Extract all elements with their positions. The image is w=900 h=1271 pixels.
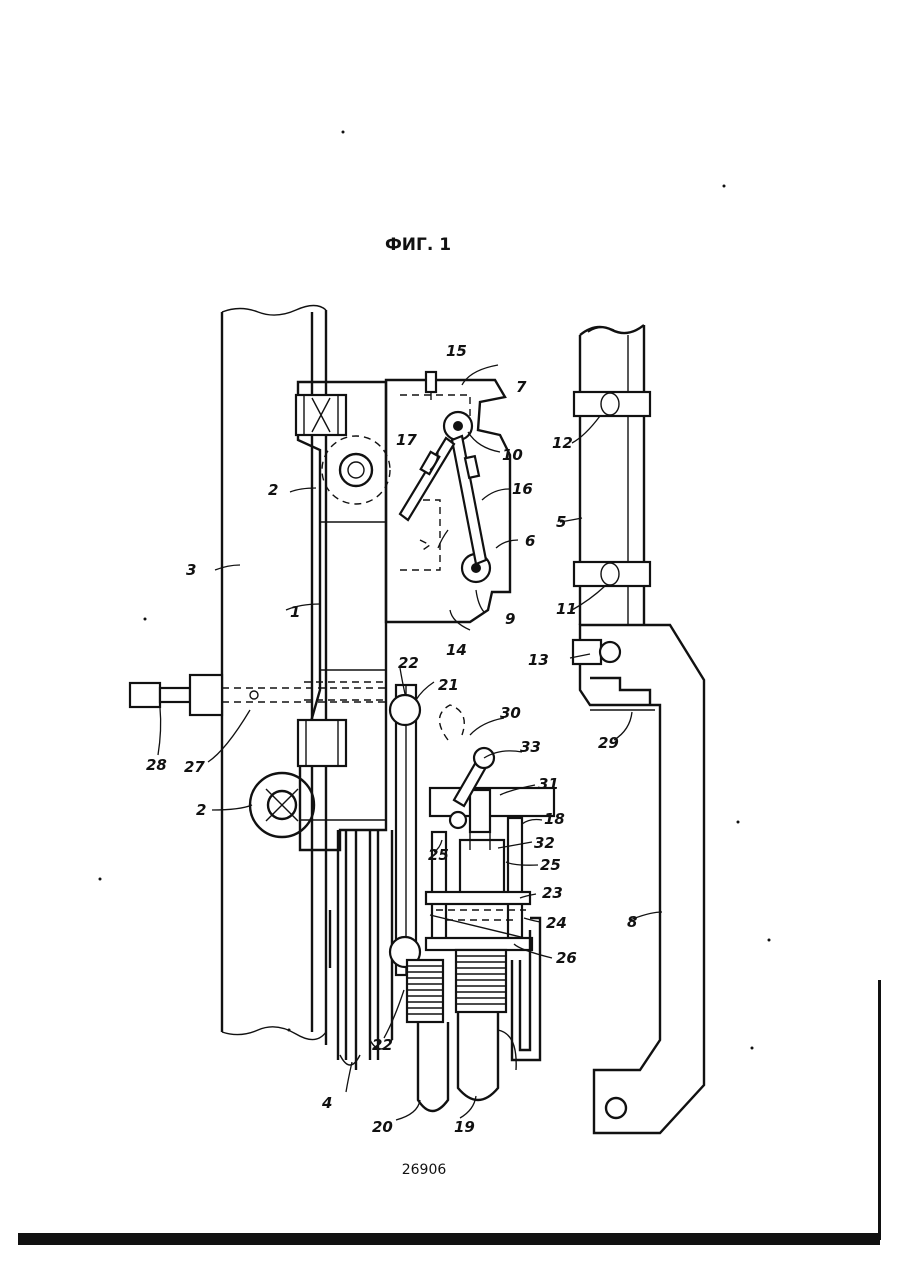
label-13: 13 [528, 651, 549, 669]
spring-right [456, 950, 506, 1012]
lever-8 [573, 625, 704, 1133]
label-25-right: 25 [540, 856, 561, 874]
spring-left [407, 960, 443, 1022]
label-23: 23 [542, 884, 563, 902]
label-15: 15 [446, 342, 467, 360]
label-20: 20 [372, 1118, 393, 1136]
label-33: 33 [520, 738, 541, 756]
label-5: 5 [556, 513, 566, 531]
label-6: 6 [525, 532, 535, 550]
actuator-assembly [407, 705, 554, 1111]
label-32: 32 [534, 834, 555, 852]
label-3: 3 [186, 561, 196, 579]
label-30: 30 [500, 704, 521, 722]
label-26: 26 [556, 949, 577, 967]
label-22-lower: 22 [372, 1036, 393, 1054]
pipe-5 [574, 325, 650, 625]
rod-28 [130, 675, 386, 715]
label-17: 17 [396, 431, 417, 449]
bracket-plate-6 [386, 372, 510, 622]
label-24: 24 [546, 914, 567, 932]
label-14: 14 [446, 641, 467, 659]
ropes-4 [330, 830, 392, 1070]
label-22-upper: 22 [398, 654, 419, 672]
label-1: 1 [290, 603, 300, 621]
label-7: 7 [516, 378, 527, 396]
label-19: 19 [454, 1118, 475, 1136]
figure-caption: ФИГ. 1 [385, 235, 451, 255]
label-21: 21 [438, 676, 459, 694]
label-2-lower: 2 [196, 801, 206, 819]
label-9: 9 [505, 610, 515, 628]
carriage-beam-1 [250, 382, 390, 850]
label-16: 16 [512, 480, 533, 498]
label-11: 11 [556, 600, 577, 618]
label-25-left: 25 [428, 846, 449, 864]
label-8: 8 [627, 913, 637, 931]
guide-bar-21 [390, 685, 420, 975]
label-31: 31 [538, 775, 559, 793]
label-27: 27 [184, 758, 205, 776]
label-4: 4 [321, 1094, 332, 1112]
label-28: 28 [146, 756, 167, 774]
label-18: 18 [544, 810, 565, 828]
page-number: 26906 [402, 1162, 447, 1178]
label-2-upper: 2 [268, 481, 278, 499]
label-12: 12 [552, 434, 573, 452]
label-29: 29 [598, 734, 619, 752]
label-10: 10 [502, 446, 523, 464]
